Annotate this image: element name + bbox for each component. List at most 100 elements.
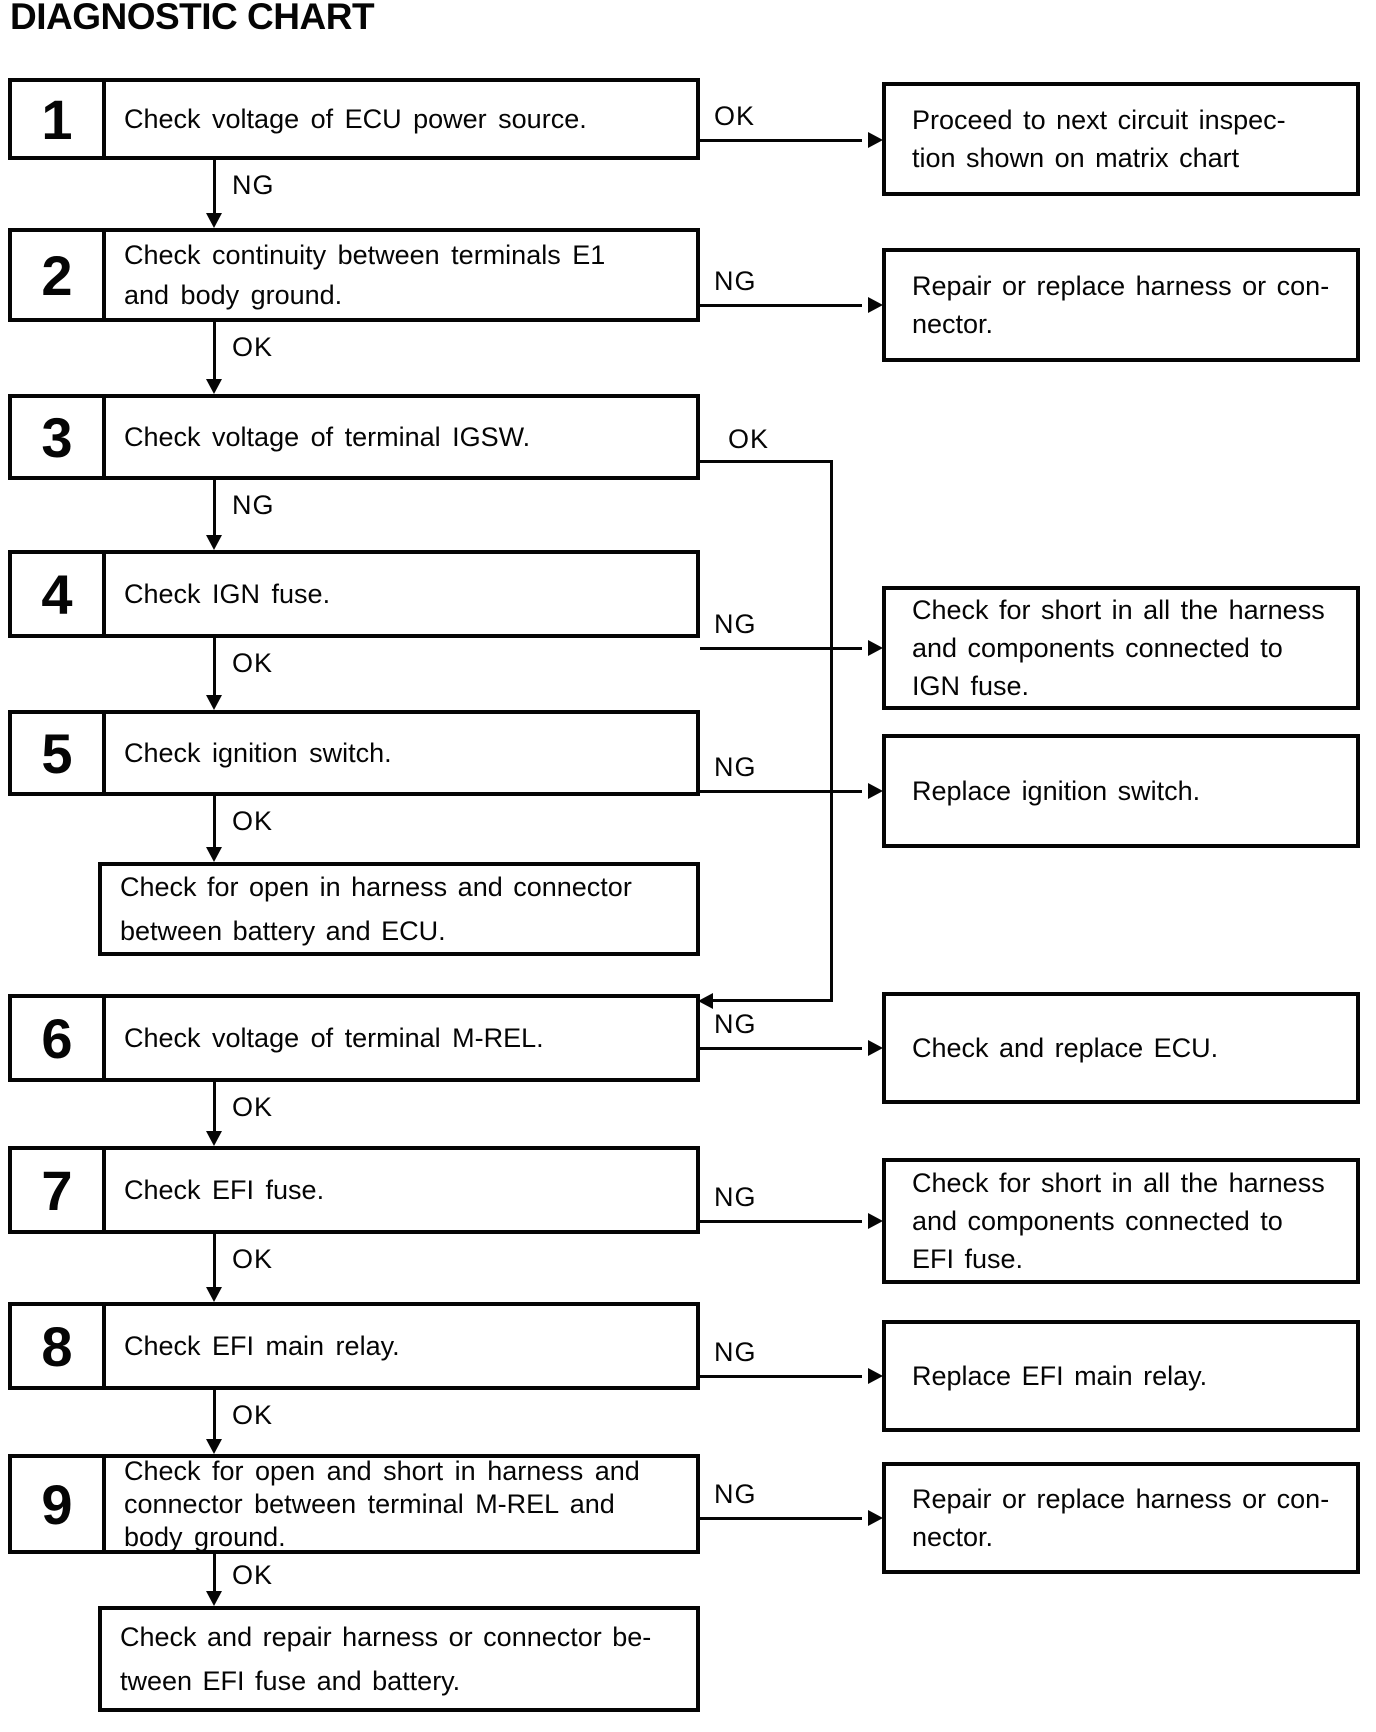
branch-4-line — [700, 647, 862, 650]
step-4-text: Check IGN fuse. — [124, 579, 331, 609]
branch-9-line — [700, 1517, 862, 1520]
step-7-box: 7 Check EFI fuse. — [8, 1146, 700, 1234]
connector-2-3-label: OK — [232, 332, 274, 362]
arrow-down-icon — [206, 1439, 222, 1454]
step-6-text: Check voltage of terminal M-REL. — [124, 1023, 544, 1053]
branch-6-line — [700, 1047, 862, 1050]
arrow-right-icon — [868, 297, 883, 313]
connector-3-4-line — [213, 480, 216, 537]
arrow-left-icon — [698, 993, 713, 1009]
connector-5-terminal-label: OK — [232, 806, 274, 836]
step-9-text: Check for open and short in harness and … — [124, 1455, 640, 1552]
result-1-box: Proceed to next circuit inspec- tion sho… — [882, 82, 1360, 196]
branch-4-label: NG — [714, 609, 757, 639]
arrow-right-icon — [868, 783, 883, 799]
branch-1-line — [700, 139, 862, 142]
branch-5-line — [700, 790, 862, 793]
terminal-box-1-text: Check for open in harness and connector … — [120, 872, 632, 946]
step-7-text: Check EFI fuse. — [124, 1175, 325, 1205]
connector-8-9-label: OK — [232, 1400, 274, 1430]
step-6-number: 6 — [12, 998, 106, 1078]
terminal-box-2-text: Check and repair harness or connector be… — [120, 1622, 652, 1696]
connector-4-5-label: OK — [232, 648, 274, 678]
branch-8-label: NG — [714, 1337, 757, 1367]
arrow-right-icon — [868, 132, 883, 148]
step-9-number: 9 — [12, 1458, 106, 1550]
branch-7-line — [700, 1220, 862, 1223]
arrow-down-icon — [206, 1287, 222, 1302]
result-2-text: Repair or replace harness or con- nector… — [912, 271, 1330, 339]
result-4-box: Check for short in all the harness and c… — [882, 586, 1360, 710]
branch-1-label: OK — [714, 101, 756, 131]
branch-5-label: NG — [714, 752, 757, 782]
connector-6-7-label: OK — [232, 1092, 274, 1122]
branch-6-label: NG — [714, 1009, 757, 1039]
branch-3-label: OK — [728, 424, 770, 454]
connector-8-9-line — [213, 1390, 216, 1441]
step-1-box: 1 Check voltage of ECU power source. — [8, 78, 700, 160]
connector-3-4-label: NG — [232, 490, 275, 520]
terminal-box-2: Check and repair harness or connector be… — [98, 1606, 700, 1712]
step-8-number: 8 — [12, 1306, 106, 1386]
step-1-number: 1 — [12, 82, 106, 156]
step-8-box: 8 Check EFI main relay. — [8, 1302, 700, 1390]
arrow-right-icon — [868, 640, 883, 656]
step-5-box: 5 Check ignition switch. — [8, 710, 700, 796]
connector-9-terminal-line — [213, 1554, 216, 1593]
result-9-box: Repair or replace harness or con- nector… — [882, 1462, 1360, 1574]
connector-7-8-label: OK — [232, 1244, 274, 1274]
step-5-text: Check ignition switch. — [124, 738, 392, 768]
arrow-down-icon — [206, 535, 222, 550]
connector-5-terminal-line — [213, 796, 216, 849]
connector-9-terminal-label: OK — [232, 1560, 274, 1590]
branch-2-label: NG — [714, 266, 757, 296]
step-6-box: 6 Check voltage of terminal M-REL. — [8, 994, 700, 1082]
branch-3-hline2 — [712, 999, 833, 1002]
step-3-box: 3 Check voltage of terminal IGSW. — [8, 394, 700, 480]
branch-3-hline — [700, 460, 833, 463]
connector-4-5-line — [213, 638, 216, 697]
arrow-down-icon — [206, 1591, 222, 1606]
result-1-text: Proceed to next circuit inspec- tion sho… — [912, 105, 1286, 173]
branch-7-label: NG — [714, 1182, 757, 1212]
connector-6-7-line — [213, 1082, 216, 1133]
arrow-down-icon — [206, 213, 222, 228]
result-8-box: Replace EFI main relay. — [882, 1320, 1360, 1432]
step-2-box: 2 Check continuity between terminals E1 … — [8, 228, 700, 322]
connector-7-8-line — [213, 1234, 216, 1289]
step-4-box: 4 Check IGN fuse. — [8, 550, 700, 638]
result-7-text: Check for short in all the harness and c… — [912, 1168, 1325, 1274]
step-2-text: Check continuity between terminals E1 an… — [124, 240, 606, 310]
step-3-text: Check voltage of terminal IGSW. — [124, 422, 531, 452]
arrow-right-icon — [868, 1213, 883, 1229]
branch-3-vline — [830, 460, 833, 1002]
arrow-right-icon — [868, 1510, 883, 1526]
step-2-number: 2 — [12, 232, 106, 318]
arrow-down-icon — [206, 695, 222, 710]
branch-9-label: NG — [714, 1479, 757, 1509]
result-6-text: Check and replace ECU. — [912, 1033, 1219, 1063]
branch-2-line — [700, 304, 862, 307]
connector-1-2-label: NG — [232, 170, 275, 200]
step-7-number: 7 — [12, 1150, 106, 1230]
page-title: DIAGNOSTIC CHART — [10, 0, 375, 37]
step-3-number: 3 — [12, 398, 106, 476]
step-8-text: Check EFI main relay. — [124, 1331, 400, 1361]
arrow-down-icon — [206, 1131, 222, 1146]
connector-2-3-line — [213, 322, 216, 381]
result-7-box: Check for short in all the harness and c… — [882, 1158, 1360, 1284]
result-6-box: Check and replace ECU. — [882, 992, 1360, 1104]
step-4-number: 4 — [12, 554, 106, 634]
step-1-text: Check voltage of ECU power source. — [124, 104, 587, 134]
result-2-box: Repair or replace harness or con- nector… — [882, 248, 1360, 362]
branch-8-line — [700, 1375, 862, 1378]
arrow-right-icon — [868, 1040, 883, 1056]
result-5-box: Replace ignition switch. — [882, 734, 1360, 848]
result-9-text: Repair or replace harness or con- nector… — [912, 1484, 1330, 1552]
result-8-text: Replace EFI main relay. — [912, 1361, 1208, 1391]
arrow-down-icon — [206, 847, 222, 862]
step-5-number: 5 — [12, 714, 106, 792]
arrow-down-icon — [206, 379, 222, 394]
arrow-right-icon — [868, 1368, 883, 1384]
